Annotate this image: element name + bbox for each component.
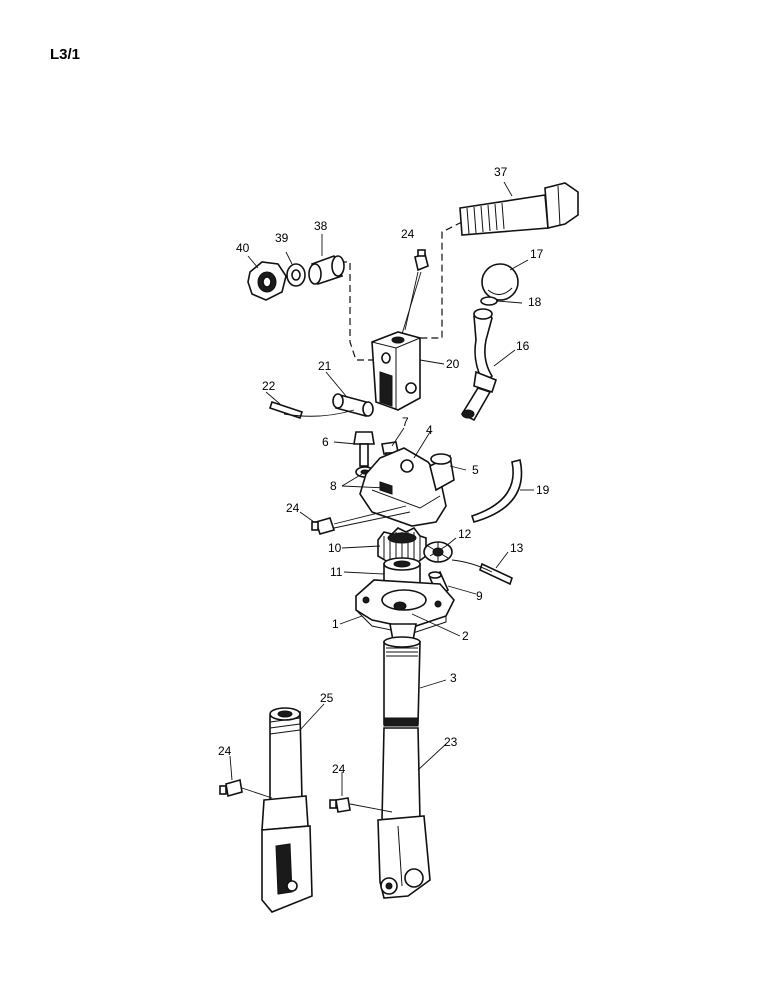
part-rod-3 — [383, 636, 421, 727]
part-grease-nipple-24c — [219, 778, 273, 799]
callout-2: 2 — [462, 629, 469, 643]
part-spring-19 — [470, 459, 523, 523]
callout-20: 20 — [446, 357, 460, 371]
part-bolt-37 — [459, 182, 579, 236]
part-rod-23 — [377, 727, 431, 899]
callout-6: 6 — [322, 435, 329, 449]
callout-24a: 24 — [401, 227, 415, 241]
callout-24b: 24 — [286, 501, 300, 515]
part-lever-16 — [460, 308, 497, 422]
part-nut-40 — [247, 261, 287, 301]
callout-23: 23 — [444, 735, 458, 749]
callout-5: 5 — [472, 463, 479, 477]
callout-18: 18 — [528, 295, 542, 309]
callout-10: 10 — [328, 541, 342, 555]
callout-13: 13 — [510, 541, 524, 555]
part-pin-21 — [332, 393, 374, 417]
callout-24c: 24 — [218, 744, 232, 758]
callout-12: 12 — [458, 527, 472, 541]
callout-25: 25 — [320, 691, 334, 705]
part-adjuster-25 — [261, 707, 313, 913]
callout-11: 11 — [330, 565, 343, 579]
callout-37: 37 — [494, 165, 508, 179]
callout-22: 22 — [262, 379, 276, 393]
part-gear-10 — [377, 526, 427, 563]
callout-1: 1 — [332, 617, 339, 631]
part-grease-nipple-24d — [329, 797, 393, 813]
part-small-gear-12 — [423, 541, 453, 563]
assembly-line-bolt — [420, 221, 463, 339]
callout-24d: 24 — [332, 762, 346, 776]
callout-3: 3 — [450, 671, 457, 685]
part-knob-17 — [481, 263, 519, 301]
callout-38: 38 — [314, 219, 328, 233]
callout-21: 21 — [318, 359, 332, 373]
callout-40: 40 — [236, 241, 250, 255]
part-pin-13 — [451, 559, 513, 586]
part-washer-39 — [286, 263, 306, 287]
callout-4: 4 — [426, 423, 433, 437]
part-bolt-6 — [353, 431, 375, 467]
part-grease-nipple-24b — [311, 505, 411, 535]
callout-7: 7 — [402, 415, 409, 429]
part-ring-18 — [480, 296, 523, 306]
part-clevis-block-20 — [371, 331, 421, 411]
callout-9: 9 — [476, 589, 483, 603]
part-bush-38 — [308, 254, 345, 286]
part-base-housing-1 — [355, 579, 455, 647]
callout-8: 8 — [330, 479, 337, 493]
assembly-line-nut — [340, 261, 374, 361]
part-split-pin-22 — [268, 400, 355, 420]
page-label: L3/1 — [50, 46, 81, 63]
callout-19: 19 — [536, 483, 550, 497]
callout-39: 39 — [275, 231, 289, 245]
callout-16: 16 — [516, 339, 530, 353]
callout-17: 17 — [530, 247, 544, 261]
part-grease-nipple-24a — [401, 249, 429, 335]
part-spout-5 — [429, 453, 467, 492]
